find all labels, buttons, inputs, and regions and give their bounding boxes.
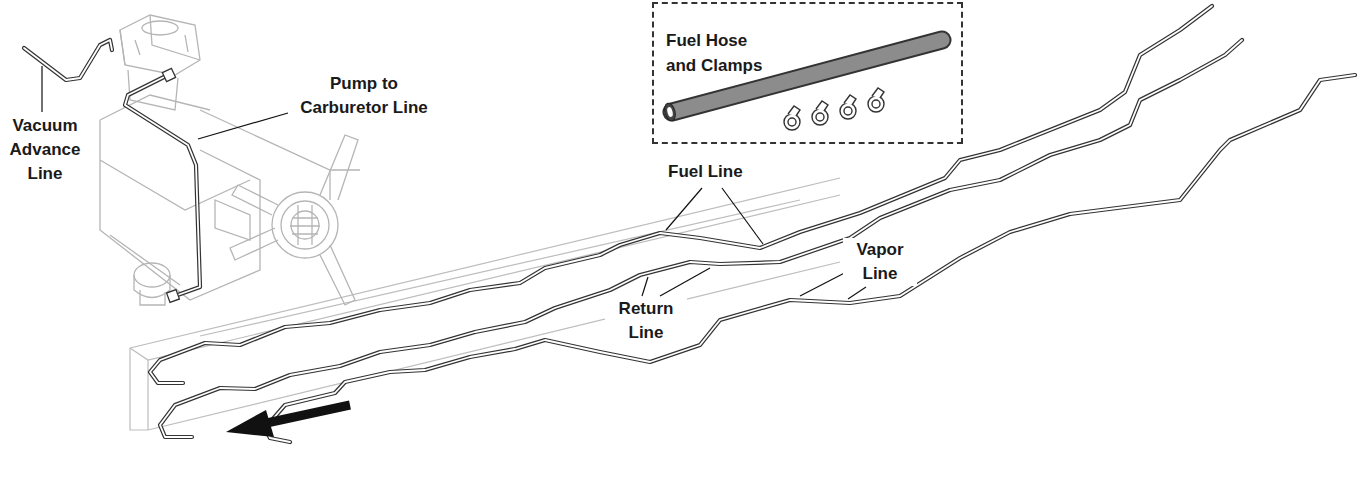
frame-rail bbox=[130, 178, 840, 430]
fuel-tubing bbox=[24, 6, 1355, 442]
part-label: Vacuum Advance Line bbox=[2, 114, 88, 186]
part-label: Pump to Carburetor Line bbox=[288, 72, 440, 120]
engine-sketch bbox=[100, 15, 360, 305]
parts-inset-box: Fuel Hose and Clamps bbox=[652, 2, 963, 144]
part-label: Fuel Line bbox=[666, 160, 745, 184]
inset-title: Fuel Hose and Clamps bbox=[666, 28, 774, 78]
front-arrow bbox=[226, 405, 350, 437]
line-fittings bbox=[162, 68, 179, 302]
fuel-hose bbox=[663, 40, 942, 122]
leader-lines bbox=[42, 66, 866, 299]
part-label: Return Line bbox=[605, 297, 687, 345]
hose-clamps bbox=[784, 88, 884, 130]
part-label: Vapor Line bbox=[843, 238, 917, 286]
